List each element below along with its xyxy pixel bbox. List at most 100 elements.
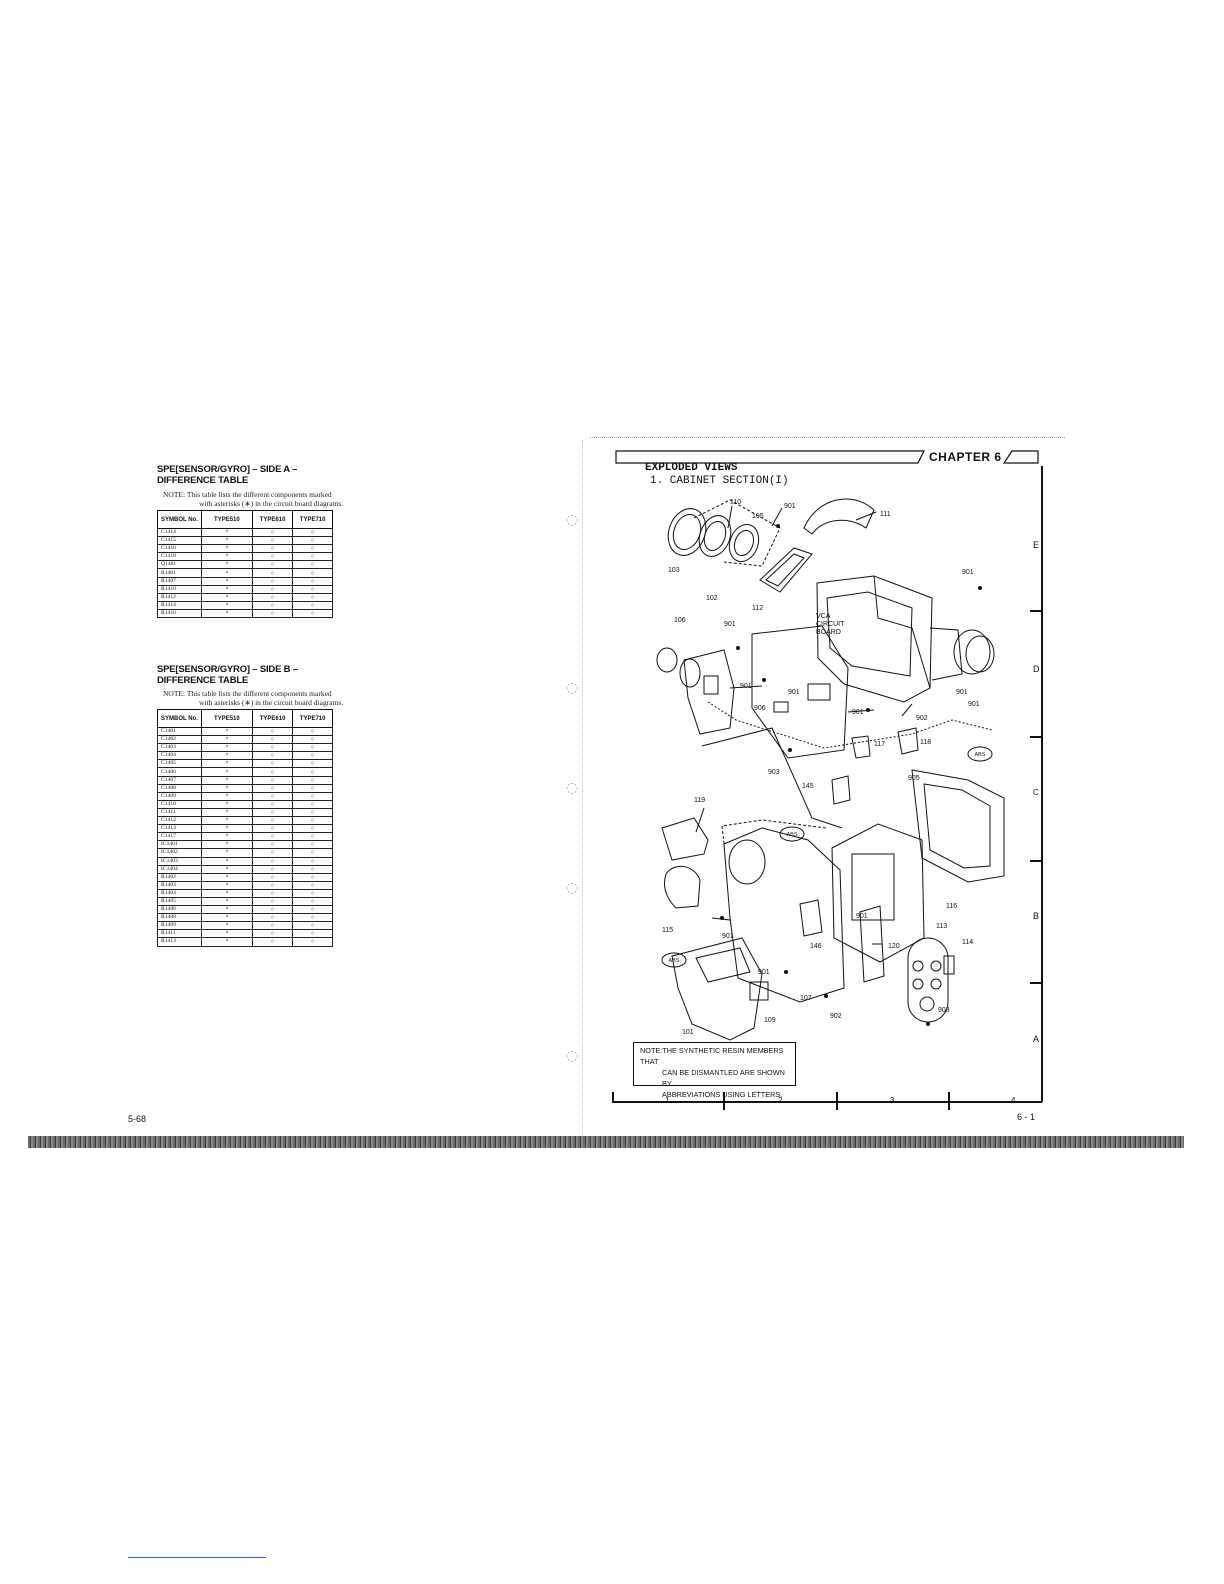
exploded-view-drawing: 110 901 105 111 103 102 112 901 106 901 … [656,498,1005,1041]
table-row: IC1401×○○ [157,840,333,850]
table-row: R1409×○○ [157,921,333,931]
side-b-note: NOTE: This table lists the different com… [163,689,344,707]
board-label: BOARD [816,629,841,636]
grid-row-e: E [1033,540,1040,550]
type-cell: ○ [292,864,333,874]
type-cell: ○ [292,872,333,882]
filter-plate-112 [759,547,813,593]
grid-col-2: 2 [778,1096,783,1105]
grid-col-4: 4 [1011,1096,1016,1105]
chapter-banner [615,450,1039,464]
abs-tag-ellipse [967,746,993,762]
type-cell: ○ [292,568,333,578]
binding-hole-mark: ◌ [566,680,579,696]
type-cell: ○ [292,775,333,785]
lens-barrel-body [929,627,963,681]
lens-ring-102 [698,515,732,557]
part-label: 106 [674,617,686,624]
grid-row-a: A [1033,1034,1040,1044]
part-145 [831,775,851,805]
part-label: 906 [754,705,766,712]
part-label: 102 [706,595,718,602]
scan-link-line [128,1557,266,1558]
type-cell: ○ [292,536,333,546]
type-cell: ○ [292,888,333,898]
type-cell: × [200,896,253,907]
part-label: 105 [752,513,764,520]
grip-cover-recess [695,947,751,983]
grid-row-d: D [1033,664,1040,674]
type-cell: × [200,592,253,602]
part-label: 901 [724,621,736,628]
side-a-title: SPE[SENSOR/GYRO] – SIDE A – [157,464,298,475]
type-cell: × [200,726,253,737]
type-cell: ○ [292,799,333,809]
symbol-cell: IC1403 [157,856,202,866]
control-button [912,978,924,990]
part-label: 110 [730,499,741,506]
type-cell: ○ [292,767,333,777]
symbol-cell: C1411 [157,807,202,818]
type-cell: ○ [251,864,294,874]
abs-tag: ABS [974,752,985,758]
table-row: R1401×○○ [157,568,333,578]
screw-icon [788,748,792,752]
table-row: IC1402×○○ [157,848,333,858]
type-cell: ○ [251,751,294,761]
type-cell: ○ [251,905,294,915]
part-label: 146 [810,943,822,950]
table-row: C1416×○○ [157,544,333,554]
symbol-cell: R1410 [157,584,202,594]
type-cell: ○ [292,816,333,826]
symbol-cell: C1413 [157,824,202,834]
screw-icon [720,916,724,920]
part-label: 903 [938,1007,950,1014]
table-row: IC1404×○○ [157,864,333,874]
board-chip [807,683,831,701]
type-cell: × [200,840,253,850]
type-cell: × [200,544,253,554]
screw-icon [926,1022,930,1026]
right-grid-ruler [1041,466,1043,1102]
type-cell: ○ [292,824,333,834]
lens-barrel [953,629,991,675]
type-cell: × [200,913,253,923]
type-cell: ○ [292,544,333,554]
table-row: R1402×○○ [157,872,333,882]
type-cell: ○ [292,937,333,947]
type-cell: ○ [292,832,333,842]
leader-line [695,807,705,833]
symbol-cell: C1414 [157,527,202,538]
scan-bottom-edge [28,1136,1184,1148]
cassette-compartment [851,853,895,921]
table-row: C1404×○○ [157,751,333,761]
type-cell: ○ [251,767,294,777]
part-label: 901 [856,913,868,920]
table-row: C1405×○○ [157,759,333,769]
type-cell: ○ [292,783,333,793]
symbol-cell: C1407 [157,775,202,785]
type-cell: ○ [251,921,294,931]
type-cell: × [200,872,253,882]
type-cell: ○ [251,568,294,578]
type-cell: × [200,856,253,866]
type-cell: ○ [251,536,294,546]
type-cell: ○ [292,600,333,610]
type-cell: × [200,608,253,619]
part-label: 901 [758,969,770,976]
screw-icon [824,994,828,998]
section-heading: EXPLODED VIEWS [645,462,738,474]
table-row: C1413×○○ [157,824,333,834]
side-a-subtitle: DIFFERENCE TABLE [157,475,249,486]
table-row: R1405×○○ [157,896,333,907]
symbol-cell: C1409 [157,791,202,801]
table-row: R1411×○○ [157,929,333,939]
part-label: 117 [874,741,885,748]
type-cell: × [200,536,253,546]
type-cell: × [200,807,253,818]
table-row: C1411×○○ [157,807,333,818]
part-label: 901 [962,569,974,576]
grid-row-b: B [1033,911,1040,921]
type-cell: ○ [292,527,333,538]
type-cell: ○ [292,552,333,562]
